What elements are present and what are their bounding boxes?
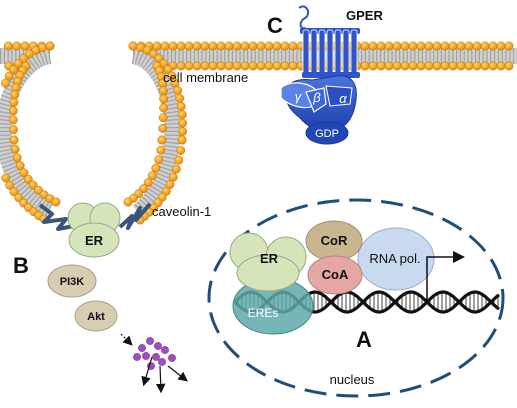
signal-particles — [133, 337, 176, 370]
membrane-lipid-tails — [0, 48, 517, 219]
gamma-label: γ — [295, 89, 303, 104]
nucleus-label: nucleus — [330, 372, 375, 387]
membrane-er-label: ER — [85, 233, 104, 248]
membrane-er-dimer: ER — [67, 202, 121, 258]
nucleus-boundary — [207, 198, 505, 398]
membrane-lipid-heads — [1, 41, 514, 225]
cor-label: CoR — [321, 233, 348, 248]
gper-label: GPER — [346, 8, 383, 23]
caveolin-right — [118, 202, 152, 230]
alpha-label: α — [339, 91, 347, 106]
rna-pol-node: RNA pol. — [357, 227, 435, 291]
akt-node: Akt — [74, 300, 118, 332]
g-protein-complex: γ β α GDP — [280, 75, 357, 145]
cell-membrane-label: cell membrane — [163, 70, 248, 85]
pi3k-label: PI3K — [60, 276, 85, 288]
akt-label: Akt — [87, 311, 105, 323]
nuclear-er-dimer: ER — [229, 232, 307, 292]
panel-b-label: B — [13, 253, 29, 278]
panel-a-label: A — [356, 327, 372, 352]
panel-c-label: C — [267, 13, 283, 38]
rna-pol-label: RNA pol. — [369, 251, 420, 266]
signal-arrows — [120, 333, 188, 394]
caveolin-label: caveolin-1 — [152, 204, 211, 219]
gdp-label: GDP — [315, 128, 339, 140]
eres-label: EREs — [248, 306, 279, 320]
transcription-arrow — [426, 251, 465, 300]
eres-element: EREs — [232, 277, 314, 335]
coa-label: CoA — [322, 267, 349, 282]
cor-node: CoR — [305, 220, 363, 262]
nuclear-er-label: ER — [260, 251, 279, 266]
gper-helices — [302, 29, 358, 77]
beta-label: β — [312, 90, 321, 105]
caveolin-left — [38, 203, 75, 231]
pi3k-node: PI3K — [47, 264, 97, 298]
gper-receptor — [298, 5, 360, 78]
coa-node: CoA — [307, 255, 363, 295]
